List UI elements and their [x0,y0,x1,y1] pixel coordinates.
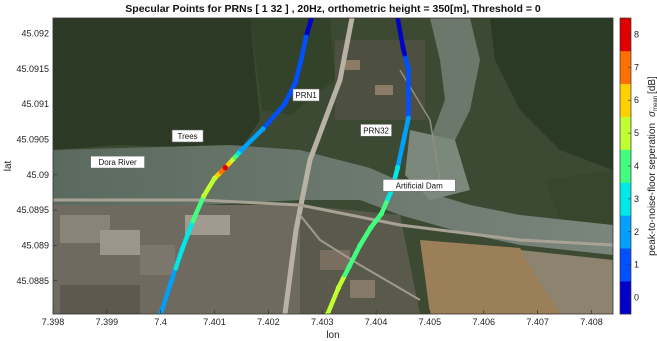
series-prn32-point [405,66,411,72]
prn1-label-box [292,88,320,102]
series-prn32-point [395,165,401,171]
x-tick-label: 7.405 [419,317,442,327]
x-tick-label: 7.4 [154,317,167,327]
series-prn32-point [346,264,352,270]
x-tick-label: 7.402 [257,317,280,327]
dora-river-label-text: Dora River [98,158,137,167]
x-tick-label: 7.408 [580,317,603,327]
colorbar-segment [620,182,631,216]
colorbar-segment [620,116,631,150]
y-tick-label: 45.0885 [16,276,49,286]
series-prn32-point [400,140,406,146]
plot-frame [52,17,614,315]
prn32-label-text: PRN32 [363,126,389,135]
series-prn1-point [308,18,315,21]
series-prn32-point [405,90,411,97]
colorbar-tick-label: 1 [634,260,639,270]
series-prn32-point [325,311,331,314]
series-prn1-point [260,126,266,132]
artificial-dam-label-box [382,179,456,192]
trees-label: Trees [171,129,204,143]
colorbar-tick-label: 3 [634,194,639,204]
y-tick-label: 45.092 [21,29,49,39]
colorbar-segment [620,50,631,85]
series-prn1-point [238,147,245,153]
trees-label-text: Trees [178,132,198,141]
y-tick-label: 45.0915 [16,64,49,74]
x-axis-label: lon [326,330,339,341]
colorbar-segment [620,18,631,52]
series-prn1-point [298,59,304,65]
colorbar-segment [620,215,631,249]
series-prn32-point [400,45,406,51]
y-tick-label: 45.0905 [16,135,49,145]
prn1-label: PRN1 [292,88,320,102]
colorbar-segment [620,248,631,282]
series-prn1-point [190,218,196,224]
colorbar-tick-label: 6 [634,95,639,105]
artificial-dam-label-text: Artificial Dam [396,181,443,190]
series-prn32-point [405,115,411,121]
x-tick-label: 7.401 [203,317,226,327]
x-axis-ticks: 7.398 7.399 7.4 7.401 7.402 7.403 7.404 7.405 7.… [42,310,603,327]
series-prn1-point [303,34,309,40]
prn32-label: PRN32 [360,124,392,137]
chart-title: Specular Points for PRNs [ 1 32 ] , 20Hz… [125,3,541,15]
colorbar [619,17,632,315]
series-prn1-point [211,175,218,181]
y-axis-ticks: 45.0885 45.089 45.0895 45.09 45.0905 45.091 45… [16,29,57,286]
specular-points [158,18,411,314]
x-tick-label: 7.407 [526,317,549,327]
series-prn32-point [368,225,374,231]
series-prn1-point [179,246,185,252]
colorbar-tick-label: 8 [634,29,639,39]
series-prn1-point [292,80,298,86]
x-tick-label: 7.403 [311,317,334,327]
y-tick-label: 45.09 [26,170,49,180]
colorbar-tick-label: 2 [634,227,639,237]
y-tick-label: 45.0895 [16,205,49,215]
colorbar-tick-label: 7 [634,62,639,72]
colorbar-ticks: 0 1 2 3 4 5 6 7 8 [628,29,639,303]
trees-label-box [171,129,204,143]
series-prn32-point [378,211,385,217]
artificial-dam-label: Artificial Dam [382,179,456,192]
series-prn32-point [395,18,401,21]
y-tick-label: 45.089 [21,240,49,250]
series-prn32-point [335,285,341,291]
series-prn32-point [357,242,363,249]
series-prn1-point [168,278,175,284]
series-prn1-point [201,193,207,199]
x-tick-label: 7.398 [42,317,65,327]
dora-river-label-box [90,155,145,169]
y-axis-label: lat [3,160,14,171]
x-tick-label: 7.406 [473,317,496,327]
colorbar-segment [620,149,631,183]
colorbar-segment [620,83,631,117]
colorbar-tick-label: 4 [634,161,639,171]
colorbar-tick-label: 5 [634,128,639,138]
prn1-label-text: PRN1 [295,91,317,100]
dora-river-label: Dora River [90,155,145,169]
colorbar-label: peak-to-noise-floor seperationσmean[dB] [647,76,657,256]
series-prn1-point [222,165,228,171]
x-tick-label: 7.404 [365,317,388,327]
y-tick-label: 45.091 [21,99,49,109]
x-tick-label: 7.399 [96,317,119,327]
colorbar-tick-label: 0 [634,293,639,303]
prn32-label-box [360,124,392,137]
colorbar-segment [620,281,631,315]
series-prn1-point [281,101,288,107]
